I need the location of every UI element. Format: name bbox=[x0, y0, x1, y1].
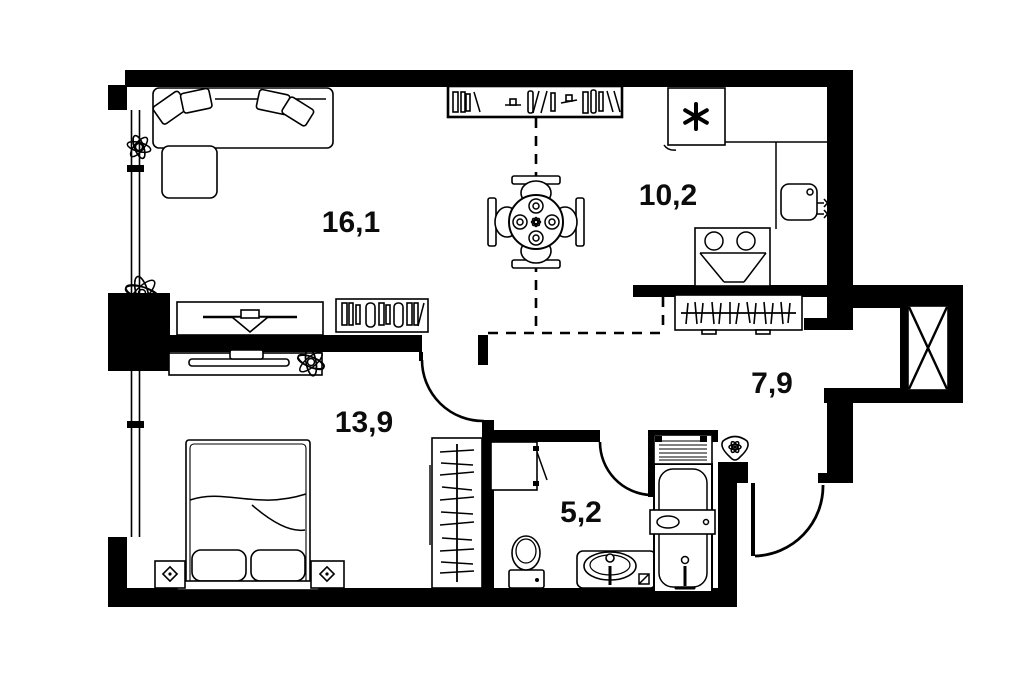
toilet bbox=[508, 535, 545, 589]
room-label-bathroom: 5,2 bbox=[560, 496, 602, 529]
room-label-kitchen: 10,2 bbox=[639, 179, 697, 212]
dining-table bbox=[508, 194, 564, 250]
room-label-living-room: 16,1 bbox=[322, 206, 380, 239]
bathroom-door-arc bbox=[598, 441, 651, 497]
drain-mark bbox=[638, 573, 650, 585]
vent-fan-icon bbox=[721, 435, 749, 461]
bedroom-dresser bbox=[168, 349, 323, 376]
windows bbox=[130, 110, 141, 537]
plant-icon bbox=[126, 134, 152, 160]
tv-stand bbox=[176, 301, 324, 336]
room-label-hallway: 7,9 bbox=[751, 367, 793, 400]
wall-bathroom-right bbox=[718, 483, 737, 607]
entrance-door-leaf bbox=[751, 483, 755, 556]
bookshelf bbox=[446, 84, 624, 119]
bedroom-door-arc bbox=[420, 359, 485, 423]
flower-icon bbox=[530, 216, 542, 228]
vanity-sink bbox=[576, 550, 657, 589]
wall-top-left-corner bbox=[108, 85, 127, 110]
plant-icon bbox=[124, 275, 160, 311]
bedroom-wardrobe bbox=[429, 437, 483, 589]
wall-bottom bbox=[108, 588, 737, 607]
sofa-pillow bbox=[281, 96, 315, 127]
kitchen-sink bbox=[780, 183, 832, 221]
nightstand bbox=[310, 560, 345, 589]
zone-dashed-lines bbox=[488, 118, 665, 335]
wall-right-upper bbox=[827, 70, 853, 293]
plant-icon bbox=[296, 347, 326, 377]
stove bbox=[694, 227, 771, 287]
blanket-fold bbox=[189, 493, 307, 501]
wall-kitchen-bottom bbox=[633, 285, 853, 297]
hangers bbox=[685, 301, 791, 325]
bathroom-cabinet bbox=[490, 441, 548, 491]
wall-bathroom-right-corner bbox=[718, 462, 748, 483]
wall-top bbox=[125, 70, 853, 87]
fridge-door-mark bbox=[663, 144, 677, 151]
room-label-bedroom: 13,9 bbox=[335, 406, 393, 439]
shaft bbox=[907, 305, 949, 391]
nightstand bbox=[154, 560, 186, 589]
wall-right-lower bbox=[827, 403, 853, 475]
wall-left-pier bbox=[108, 293, 170, 371]
hangers bbox=[439, 449, 475, 574]
headboard bbox=[176, 580, 320, 591]
kitchen-counter bbox=[725, 141, 827, 229]
bath-shelf bbox=[649, 509, 716, 535]
wall-living-bedroom bbox=[127, 335, 422, 352]
wall-living-bedroom-stub bbox=[478, 335, 488, 365]
window-mullion bbox=[127, 421, 144, 428]
pillow bbox=[191, 549, 247, 582]
washing-machine bbox=[653, 434, 713, 465]
shaft-x-icon bbox=[907, 306, 949, 390]
dining-set bbox=[487, 175, 585, 269]
entrance-door-arc bbox=[754, 484, 825, 558]
fridge bbox=[663, 87, 726, 151]
faucet-icon bbox=[823, 198, 832, 219]
sofa-pillow bbox=[179, 87, 213, 114]
wall-entry-step bbox=[818, 473, 853, 483]
bed bbox=[176, 439, 320, 591]
media-shelf bbox=[335, 298, 429, 333]
asterisk-icon bbox=[683, 102, 709, 131]
wall-alcove-bottom bbox=[824, 388, 963, 403]
pillow bbox=[250, 549, 306, 582]
window-mullion bbox=[127, 165, 144, 172]
doors bbox=[420, 359, 825, 558]
door-jamb-bedroom bbox=[419, 352, 423, 361]
bathtub bbox=[649, 463, 716, 593]
sofa bbox=[152, 87, 334, 199]
hall-wardrobe bbox=[674, 294, 803, 335]
wall-bathroom-top bbox=[482, 430, 600, 442]
faucet-icon bbox=[605, 553, 615, 563]
wall-niche-bar bbox=[804, 318, 853, 330]
